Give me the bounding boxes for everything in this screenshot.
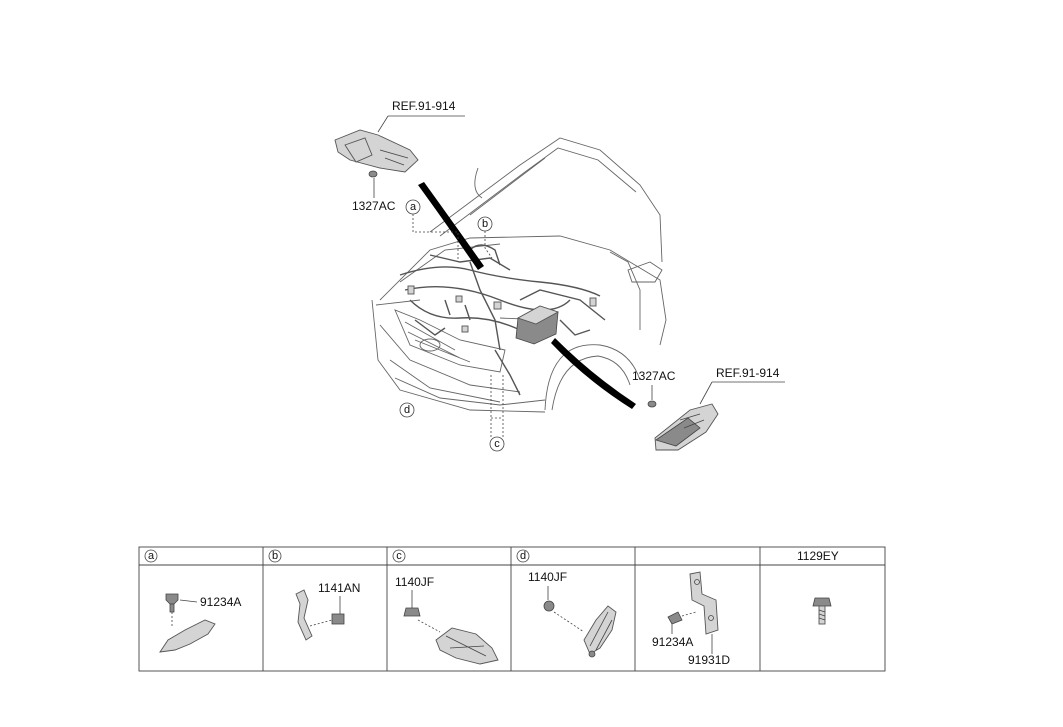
bolt-top-label: 1327AC (352, 199, 396, 213)
ref-top-leader (377, 115, 389, 133)
leader-swoosh-top (418, 182, 484, 270)
callout-a-label: a (410, 201, 417, 213)
part-label-c-1140jf: 1140JF (395, 575, 434, 589)
bolt-icon (403, 607, 421, 617)
table-cell-e: 91234A 91931D (652, 571, 730, 667)
callout-c-label: c (494, 438, 500, 450)
table-cell-1129ey (812, 597, 832, 625)
table-header-circle-b (268, 549, 282, 563)
bracket-icon (689, 571, 719, 635)
table-header-circle-a (144, 549, 158, 563)
callout-b-leader (484, 231, 493, 259)
ref-right-label: REF.91-914 (716, 366, 780, 380)
part-label-e-91234a: 91234A (652, 635, 693, 649)
car-body (371, 137, 667, 413)
callout-a-leader (412, 214, 459, 262)
fuse-box-top-part (334, 129, 419, 178)
leader-swoosh-right (551, 338, 636, 409)
table-cell-b: 1141AN (295, 581, 360, 641)
part-label-a-91234a: 91234A (200, 595, 241, 609)
callout-d-label: d (404, 404, 410, 416)
callout-circle-d (399, 402, 415, 418)
table-header-circle-d (516, 549, 530, 563)
callout-c-leader (490, 375, 504, 437)
table-header-1129ey: 1129EY (797, 549, 839, 563)
callout-b-label: b (482, 218, 488, 230)
clip-icon (331, 613, 345, 625)
parts-table: a b c d 1129EY (138, 546, 886, 672)
nut-icon (543, 600, 555, 612)
harness-bracket-icon (159, 619, 216, 653)
table-cell-c: 1140JF (395, 575, 499, 665)
table-header-circle-c (392, 549, 406, 563)
bolt-icon (165, 593, 179, 605)
table-header-b: b (272, 550, 278, 562)
harness-bracket-icon (583, 605, 617, 655)
bolt-icon (667, 611, 683, 625)
table-cell-a: 91234A (159, 593, 241, 653)
bolt-icon (812, 597, 832, 607)
part-label-b-1141an: 1141AN (318, 581, 360, 595)
wiring-harness (399, 244, 606, 396)
table-header-d: d (520, 550, 526, 562)
ecu-bracket-right-part (647, 400, 719, 451)
bolt-right-label: 1327AC (632, 369, 676, 383)
ref-right-leader (699, 381, 713, 405)
table-header-a: a (148, 550, 155, 562)
harness-clip-icon (295, 589, 313, 641)
part-label-d-1140jf: 1140JF (528, 570, 567, 584)
table-cell-d: 1140JF (528, 570, 617, 658)
harness-bracket-icon (435, 627, 499, 665)
table-header-c: c (396, 550, 402, 562)
callout-circle-c (489, 436, 505, 452)
ref-top-label: REF.91-914 (392, 99, 456, 113)
part-label-e-91931d: 91931D (688, 653, 730, 667)
